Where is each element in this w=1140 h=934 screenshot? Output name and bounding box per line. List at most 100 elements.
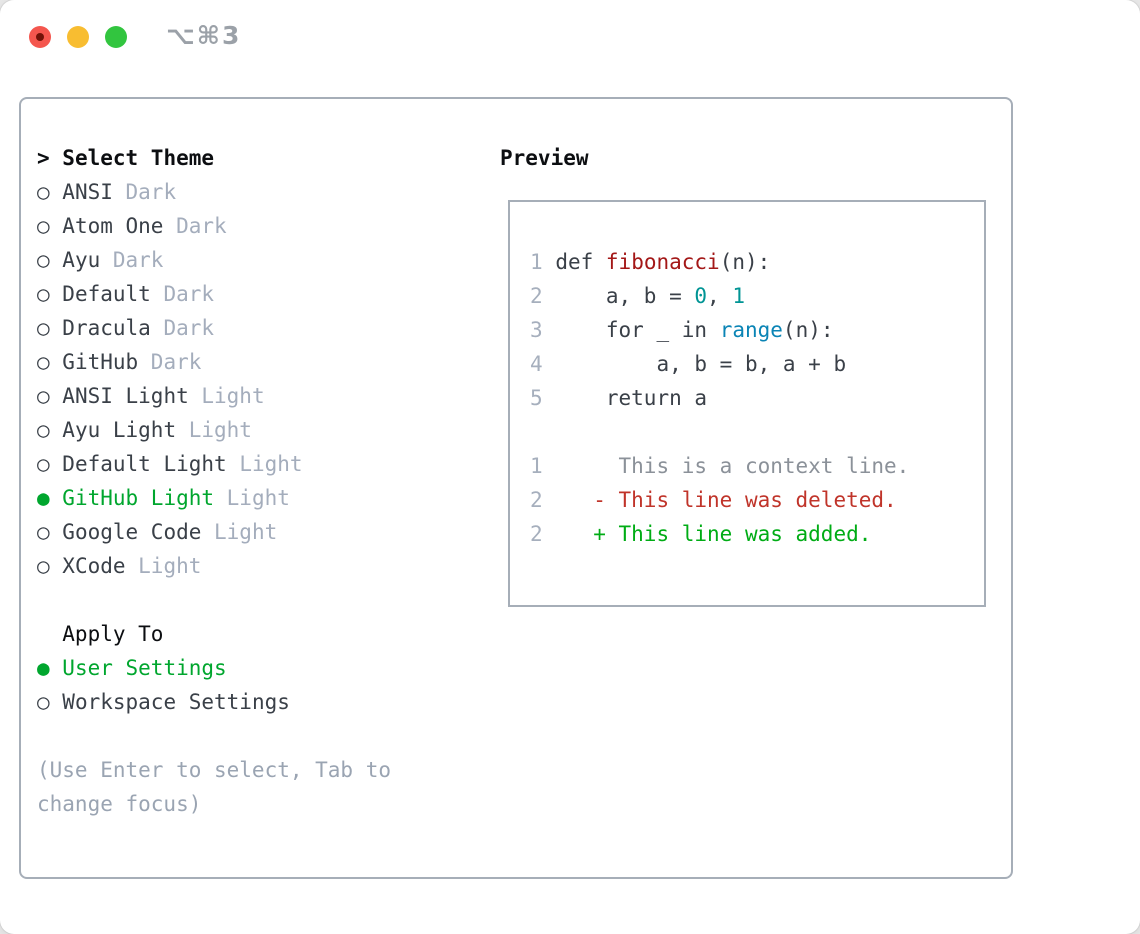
code-token: a, b =: [542, 284, 695, 308]
radio-unselected-icon: ○: [37, 452, 63, 476]
radio-unselected-icon: ○: [37, 690, 63, 714]
theme-name: Atom One: [62, 214, 164, 238]
apply-to-name: Workspace Settings: [62, 690, 290, 714]
code-token: a, b = b, a + b: [542, 352, 847, 376]
code-line: 5 return a: [530, 381, 909, 415]
code-line: 3 for _ in range(n):: [530, 313, 909, 347]
theme-variant: Light: [176, 418, 252, 442]
theme-name: Default: [62, 282, 151, 306]
line-number: 2: [530, 488, 543, 512]
theme-variant: Light: [201, 520, 278, 544]
radio-unselected-icon: ○: [37, 384, 63, 408]
minimize-button[interactable]: [67, 26, 89, 48]
theme-option[interactable]: ○ Default Dark: [37, 277, 391, 311]
theme-name: Ayu Light: [62, 418, 177, 442]
theme-name: GitHub Light: [62, 486, 215, 510]
theme-name: Ayu: [62, 248, 101, 272]
apply-to-title: Apply To: [37, 622, 164, 646]
code-token: (n):: [719, 250, 771, 274]
theme-name: ANSI: [62, 180, 113, 204]
theme-variant: Dark: [163, 214, 227, 238]
line-number: 1: [530, 454, 543, 478]
radio-unselected-icon: ○: [37, 282, 63, 306]
apply-to-option[interactable]: ○ Workspace Settings: [37, 685, 391, 719]
theme-name: Dracula: [62, 316, 151, 340]
code-line: 1 This is a context line.: [530, 449, 909, 483]
code-token: ,: [707, 284, 733, 308]
radio-selected-icon: ●: [37, 656, 63, 680]
theme-option[interactable]: ● GitHub Light Light: [37, 481, 391, 515]
line-number: 1: [530, 250, 543, 274]
theme-name: GitHub: [62, 350, 139, 374]
theme-variant: Light: [188, 384, 265, 408]
code-line: 1 def fibonacci(n):: [530, 245, 909, 279]
radio-unselected-icon: ○: [37, 180, 63, 204]
code-token: [543, 522, 594, 546]
line-number: 5: [530, 386, 543, 410]
code-token: [543, 488, 594, 512]
unsaved-indicator-dot-icon: [36, 33, 44, 41]
preview-heading: Preview: [500, 146, 589, 170]
radio-unselected-icon: ○: [37, 316, 63, 340]
code-line: 2 + This line was added.: [530, 517, 909, 551]
theme-variant: Light: [214, 486, 290, 510]
theme-option[interactable]: ○ Dracula Dark: [37, 311, 391, 345]
theme-variant: Dark: [100, 248, 164, 272]
radio-unselected-icon: ○: [37, 214, 63, 238]
theme-option[interactable]: ○ Atom One Dark: [37, 209, 391, 243]
code-token: fibonacci: [605, 250, 720, 274]
radio-unselected-icon: ○: [37, 418, 63, 442]
spacer-row: [37, 583, 391, 617]
code-token: range: [719, 318, 783, 342]
line-number: 2: [530, 284, 543, 308]
window-title: ⌥⌘3: [166, 21, 242, 50]
theme-option[interactable]: ○ GitHub Dark: [37, 345, 391, 379]
theme-option[interactable]: ○ Google Code Light: [37, 515, 391, 549]
theme-option[interactable]: ○ Ayu Dark: [37, 243, 391, 277]
theme-option[interactable]: ○ ANSI Dark: [37, 175, 391, 209]
hint-line: change focus): [37, 787, 391, 821]
theme-option[interactable]: ○ Ayu Light Light: [37, 413, 391, 447]
radio-unselected-icon: ○: [37, 554, 63, 578]
theme-variant: Dark: [112, 180, 177, 204]
radio-selected-icon: ●: [37, 486, 63, 510]
theme-variant: Dark: [150, 316, 215, 340]
theme-name: Default Light: [62, 452, 227, 476]
theme-variant: Dark: [150, 282, 215, 306]
code-token: a: [681, 386, 708, 410]
code-token: return: [605, 386, 682, 410]
theme-option[interactable]: ○ ANSI Light Light: [37, 379, 391, 413]
theme-option[interactable]: ○ Default Light Light: [37, 447, 391, 481]
line-number: 2: [530, 522, 543, 546]
code-token: - This line was deleted.: [593, 488, 897, 512]
theme-option[interactable]: ○ XCode Light: [37, 549, 391, 583]
line-number: 3: [530, 318, 543, 342]
code-token: [707, 318, 720, 342]
close-button[interactable]: [29, 26, 51, 48]
zoom-button[interactable]: [105, 26, 127, 48]
code-token: [543, 250, 556, 274]
code-token: This is a context line.: [618, 454, 910, 478]
code-token: in: [681, 318, 708, 342]
blank-line: [530, 415, 909, 449]
code-token: _: [643, 318, 682, 342]
code-line: 4 a, b = b, a + b: [530, 347, 909, 381]
radio-unselected-icon: ○: [37, 350, 63, 374]
code-token: (n):: [782, 318, 834, 342]
code-token: [543, 318, 606, 342]
code-line: 2 a, b = 0, 1: [530, 279, 909, 313]
line-number: 4: [530, 352, 543, 376]
apply-to-option[interactable]: ● User Settings: [37, 651, 391, 685]
hint-text: change focus): [37, 792, 202, 816]
code-token: [593, 250, 606, 274]
theme-variant: Dark: [138, 350, 202, 374]
code-token: for: [605, 318, 644, 342]
code-token: + This line was added.: [593, 522, 872, 546]
code-token: 1: [732, 284, 745, 308]
theme-selector-column: > Select Theme○ ANSI Dark○ Atom One Dark…: [37, 141, 391, 821]
theme-list-header: > Select Theme: [37, 141, 391, 175]
hint-line: (Use Enter to select, Tab to: [37, 753, 391, 787]
theme-name: Google Code: [62, 520, 202, 544]
